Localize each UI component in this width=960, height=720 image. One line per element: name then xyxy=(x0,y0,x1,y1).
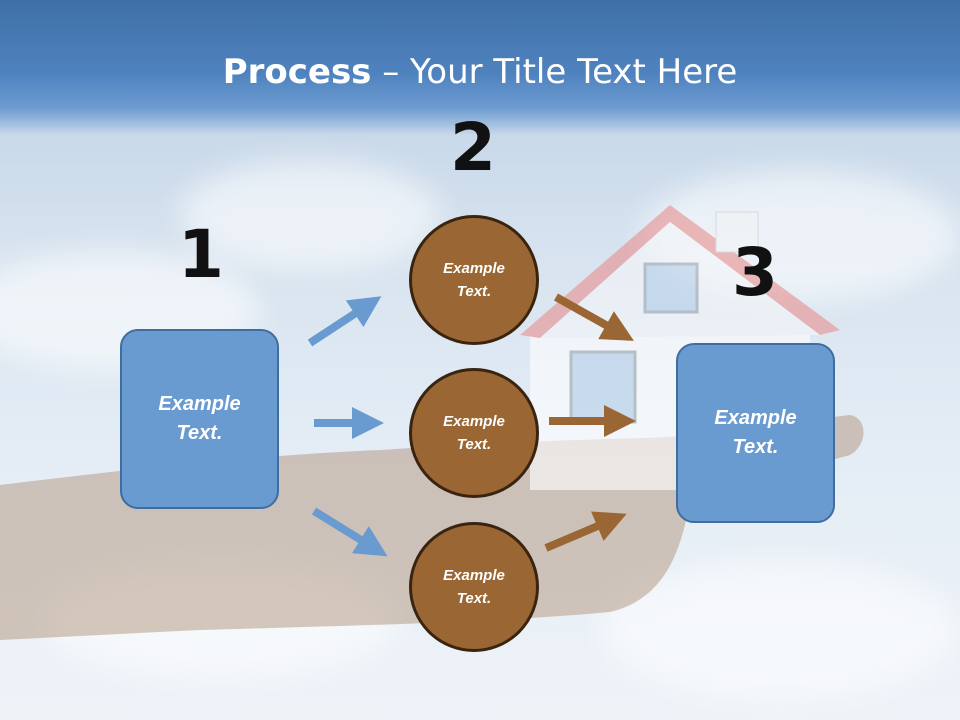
arrow-brown-down xyxy=(554,293,634,341)
circle-bottom-line1: Example xyxy=(443,567,505,584)
step-box-1-text: Example Text. xyxy=(158,390,240,448)
title-rest: – Your Title Text Here xyxy=(371,52,738,92)
circle-top-line2: Text. xyxy=(456,283,492,300)
step-box-3: Example Text. xyxy=(676,343,835,523)
arrow-blue-up xyxy=(307,296,382,347)
arrow-brown-up xyxy=(544,511,627,552)
cloud-decoration xyxy=(600,560,960,700)
step-number-1: 1 xyxy=(178,216,224,293)
step-box-1: Example Text. xyxy=(120,329,279,509)
step-number-2: 2 xyxy=(450,109,496,186)
title-band xyxy=(0,0,960,135)
arrow-blue-down xyxy=(311,507,388,557)
circle-top-line1: Example xyxy=(443,260,505,277)
step-number-3: 3 xyxy=(732,234,778,311)
circle-bottom-line2: Text. xyxy=(456,590,492,607)
cloud-decoration xyxy=(180,160,440,270)
page-title: Process – Your Title Text Here xyxy=(0,52,960,92)
step-box-3-line2: Text. xyxy=(732,436,779,458)
step-box-3-text: Example Text. xyxy=(714,404,796,462)
circle-middle-line2: Text. xyxy=(456,436,492,453)
step-box-1-line1: Example xyxy=(158,393,241,415)
circle-middle-line1: Example xyxy=(443,413,505,430)
step-box-1-line2: Text. xyxy=(176,422,223,444)
title-bold: Process xyxy=(222,52,372,92)
step-box-3-line1: Example xyxy=(714,407,797,429)
